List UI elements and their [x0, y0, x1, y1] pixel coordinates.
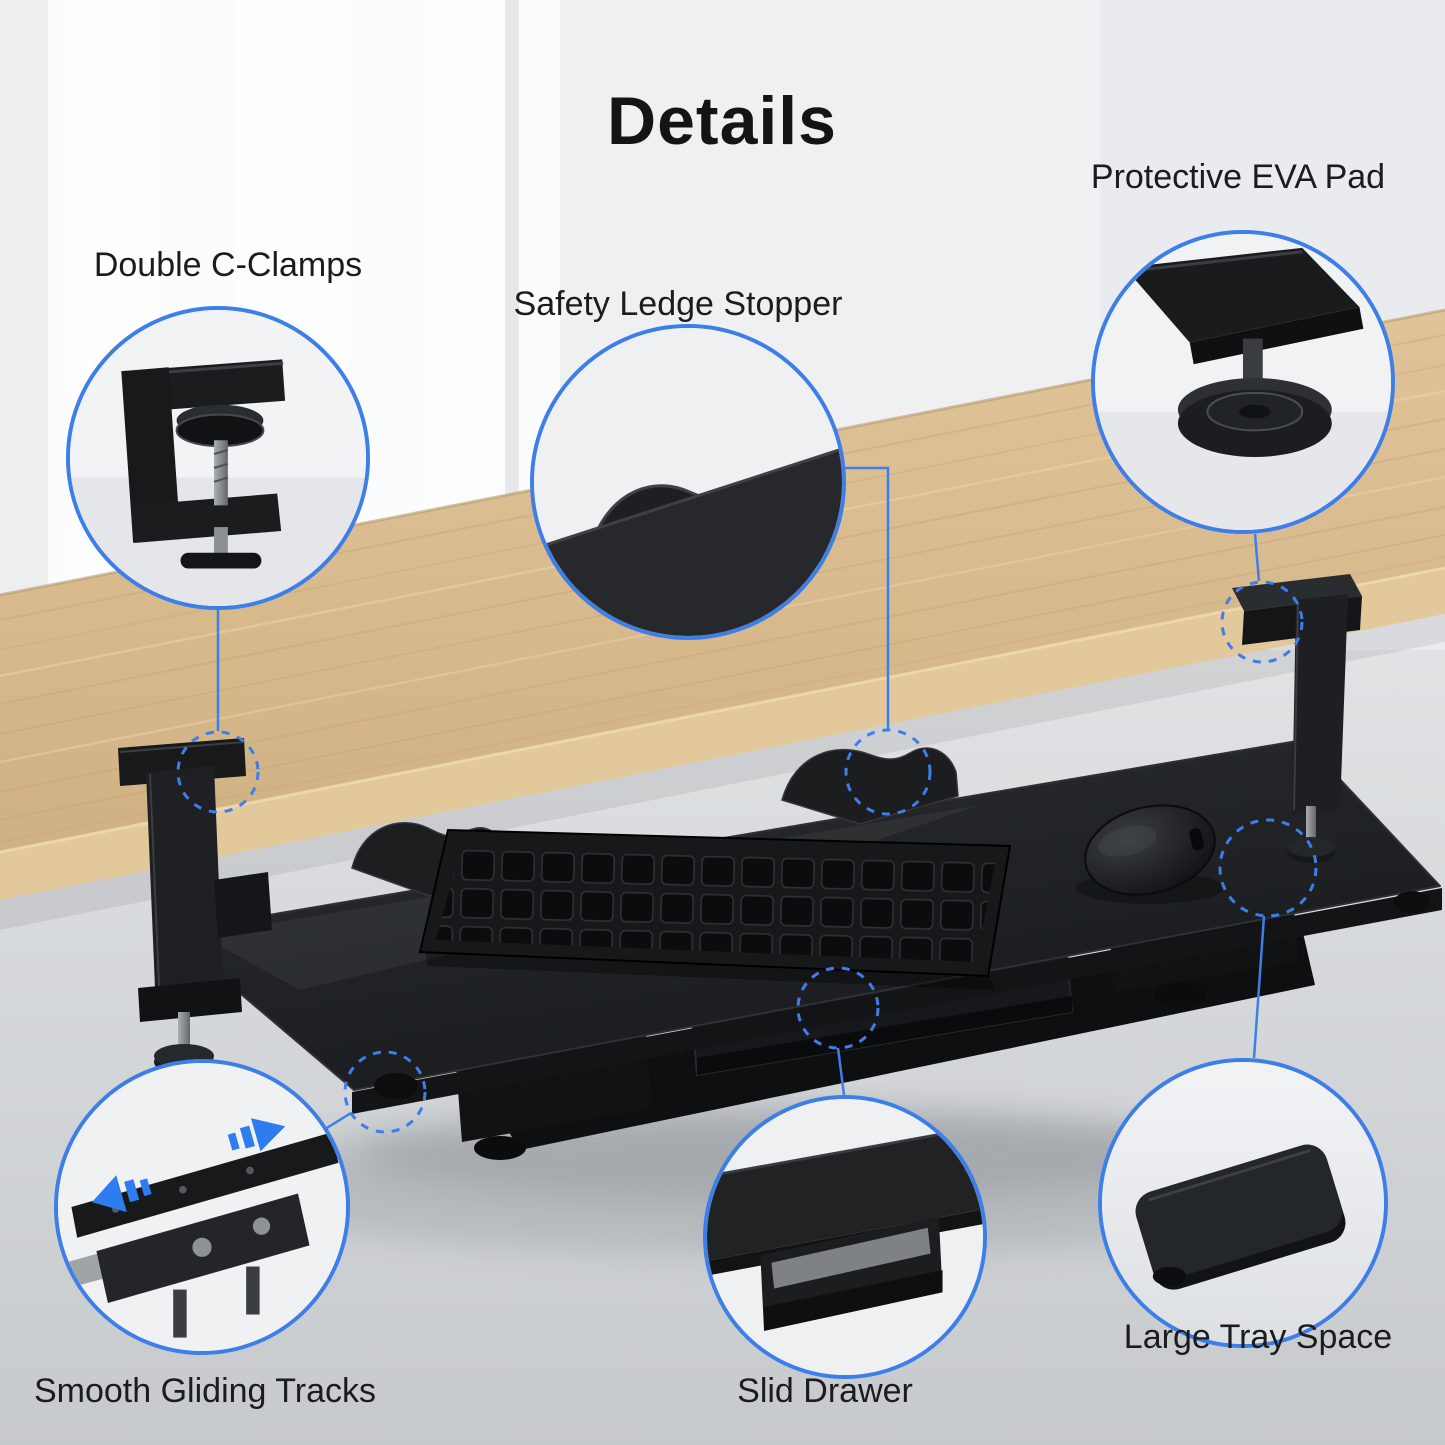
callout-safety-ledge-stopper	[530, 324, 846, 640]
glide-arrow-left-icon	[91, 1175, 152, 1213]
desk-front-edge	[0, 568, 1445, 900]
page-title: Details	[607, 83, 837, 159]
connector-drawer	[836, 1047, 846, 1096]
highlight-circle-ledge-stopper	[844, 728, 932, 816]
label-safety-ledge-stopper: Safety Ledge Stopper	[513, 285, 843, 323]
eva-pad-zoom-icon	[1095, 234, 1391, 530]
clamp-screw-right	[1306, 806, 1316, 840]
highlight-circle-gliding-track	[343, 1050, 427, 1134]
connector-ledge-stopper	[845, 466, 890, 729]
c-clamp-zoom-icon	[70, 310, 366, 606]
callout-double-c-clamps	[66, 306, 370, 610]
callout-large-tray-space	[1098, 1058, 1388, 1348]
keyboard	[418, 828, 1012, 990]
tray-thickness	[352, 888, 1442, 1114]
callout-smooth-gliding-tracks	[54, 1059, 350, 1355]
label-smooth-gliding-tracks: Smooth Gliding Tracks	[33, 1372, 377, 1410]
label-protective-eva-pad: Protective EVA Pad	[1090, 158, 1386, 196]
callout-slid-drawer	[703, 1095, 987, 1379]
label-large-tray-space: Large Tray Space	[1123, 1318, 1393, 1356]
glide-arrow-right-icon	[227, 1118, 286, 1152]
gliding-track-zoom-icon	[58, 1063, 346, 1351]
mouse-scroll-wheel	[1189, 828, 1205, 851]
right-c-clamp	[1232, 574, 1362, 863]
tray-space-zoom-icon	[1102, 1062, 1384, 1344]
callout-protective-eva-pad	[1091, 230, 1395, 534]
mouse	[1076, 804, 1224, 904]
highlight-circle-clamp-left	[176, 730, 260, 814]
highlight-circle-eva-pad	[1220, 580, 1304, 664]
highlight-circle-drawer	[796, 966, 880, 1050]
ledge-stopper-zoom-icon	[534, 328, 842, 636]
left-c-clamp	[118, 738, 272, 1075]
label-double-c-clamps: Double C-Clamps	[93, 246, 363, 284]
clamp-screw	[178, 1012, 190, 1050]
highlight-circle-tray-space	[1218, 818, 1318, 918]
slid-drawer-zoom-icon	[707, 1099, 983, 1375]
label-slid-drawer: Slid Drawer	[737, 1372, 913, 1410]
keyboard-tray	[167, 739, 1442, 1160]
callout-connectors	[176, 466, 1318, 1134]
connector-eva-pad	[1253, 533, 1261, 582]
connector-tray-space	[1252, 915, 1266, 1059]
tray-corner-foot	[374, 1073, 418, 1099]
